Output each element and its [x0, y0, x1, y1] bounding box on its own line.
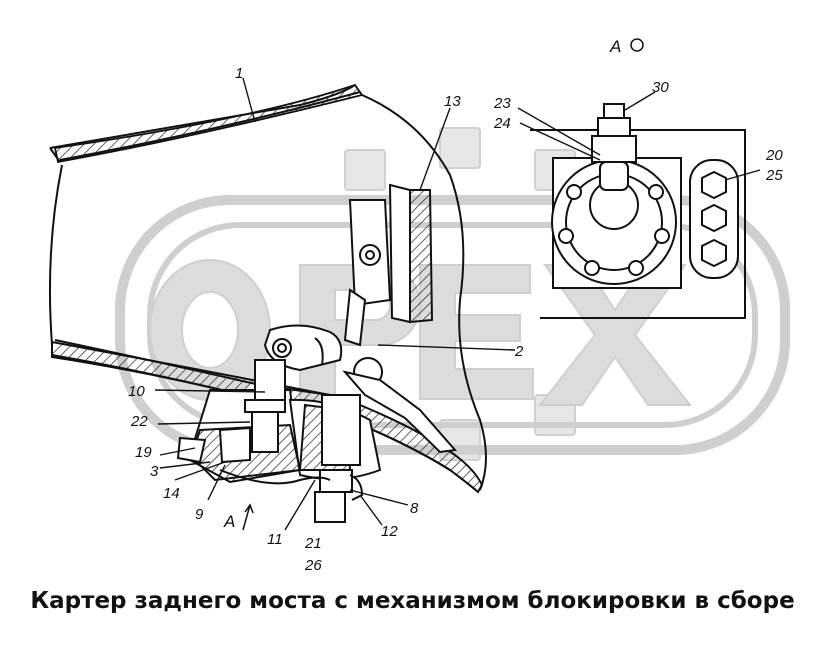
callout-30: 30: [652, 79, 669, 96]
callout-3: 3: [150, 463, 159, 480]
callout-24: 24: [493, 115, 511, 132]
callout-1: 1: [235, 65, 243, 82]
callout-10: 10: [128, 383, 145, 400]
callout-20: 20: [765, 147, 783, 164]
view-a-arrow: [242, 503, 254, 531]
callout-19: 19: [135, 444, 152, 461]
callout-2: 2: [514, 343, 524, 360]
callout-22: 22: [130, 413, 148, 430]
callout-9: 9: [195, 506, 204, 523]
assembly-drawing: 1 13 2 10 22 19 3 14 9 11 21 26 8 12 23 …: [48, 37, 790, 574]
callout-12: 12: [381, 523, 398, 540]
callout-8: 8: [410, 500, 419, 517]
lock-mechanism: [176, 359, 382, 523]
callout-11: 11: [267, 531, 283, 548]
callout-26: 26: [304, 557, 322, 574]
drawing-caption: Картер заднего моста с механизмом блокир…: [30, 588, 795, 614]
rotation-symbol-icon: [630, 38, 644, 52]
callout-21: 21: [304, 535, 322, 552]
leader-lines: [154, 77, 761, 531]
shift-fork-assembly: [263, 183, 457, 454]
view-a-label: А: [609, 37, 621, 56]
callout-13: 13: [444, 93, 461, 110]
view-a-detail: [530, 103, 746, 319]
callout-23: 23: [493, 95, 511, 112]
callout-25: 25: [765, 167, 783, 184]
view-a-marker-label: А: [223, 512, 235, 531]
callout-14: 14: [163, 485, 180, 502]
